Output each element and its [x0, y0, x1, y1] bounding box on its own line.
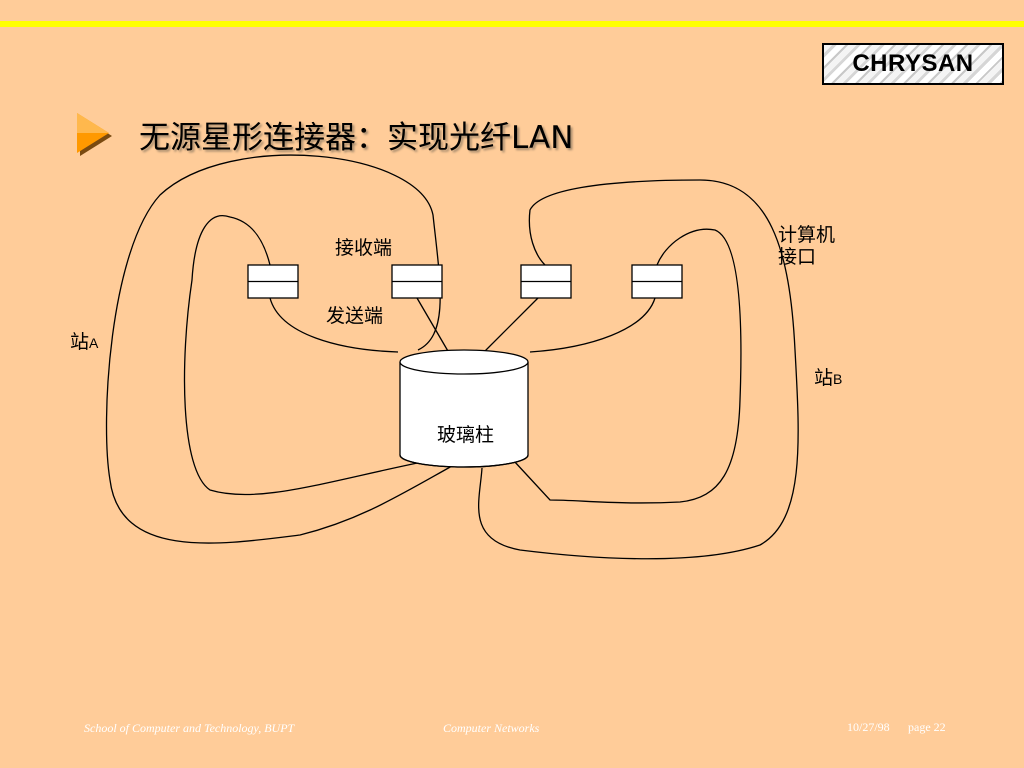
label-station-b-sub: B [833, 371, 843, 387]
label-glass-cylinder: 玻璃柱 [437, 424, 495, 446]
interface-box-2 [391, 264, 443, 299]
top-rule [0, 21, 1024, 27]
triangle-bullet-icon [77, 113, 112, 156]
fiber-inner-right [513, 228, 742, 504]
interface-box-3 [520, 264, 572, 299]
footer-course: Computer Networks [443, 721, 540, 735]
fiber-box3 [477, 297, 539, 359]
footer-date: 10/27/98 [847, 720, 890, 734]
interface-box-4 [631, 264, 683, 299]
chrysan-logo: CHRYSAN [822, 43, 1004, 85]
fiber-box2 [416, 297, 453, 359]
footer-school: School of Computer and Technology, BUPT [84, 721, 295, 735]
label-station-a-sub: A [89, 335, 99, 351]
fiber-outer-right [478, 179, 799, 560]
fiber-right-send [529, 297, 656, 353]
label-send-end: 发送端 [326, 305, 384, 327]
logo-text: CHRYSAN [852, 50, 974, 77]
label-computer-interface-1: 计算机 [778, 224, 836, 246]
interface-box-1 [247, 264, 299, 299]
label-computer-interface-2: 接口 [778, 246, 817, 268]
fiber-inner-left [183, 215, 438, 496]
footer-page: page 22 [908, 720, 946, 734]
label-receive-end: 接收端 [335, 237, 393, 259]
label-station-b: 站B [814, 367, 843, 389]
label-station-a: 站A [70, 331, 99, 353]
fiber-left-send [269, 297, 399, 353]
slide-title: 无源星形连接器：实现光纤LAN [139, 120, 574, 156]
glass-cylinder [399, 349, 529, 468]
fiber-outer-left [105, 154, 453, 544]
